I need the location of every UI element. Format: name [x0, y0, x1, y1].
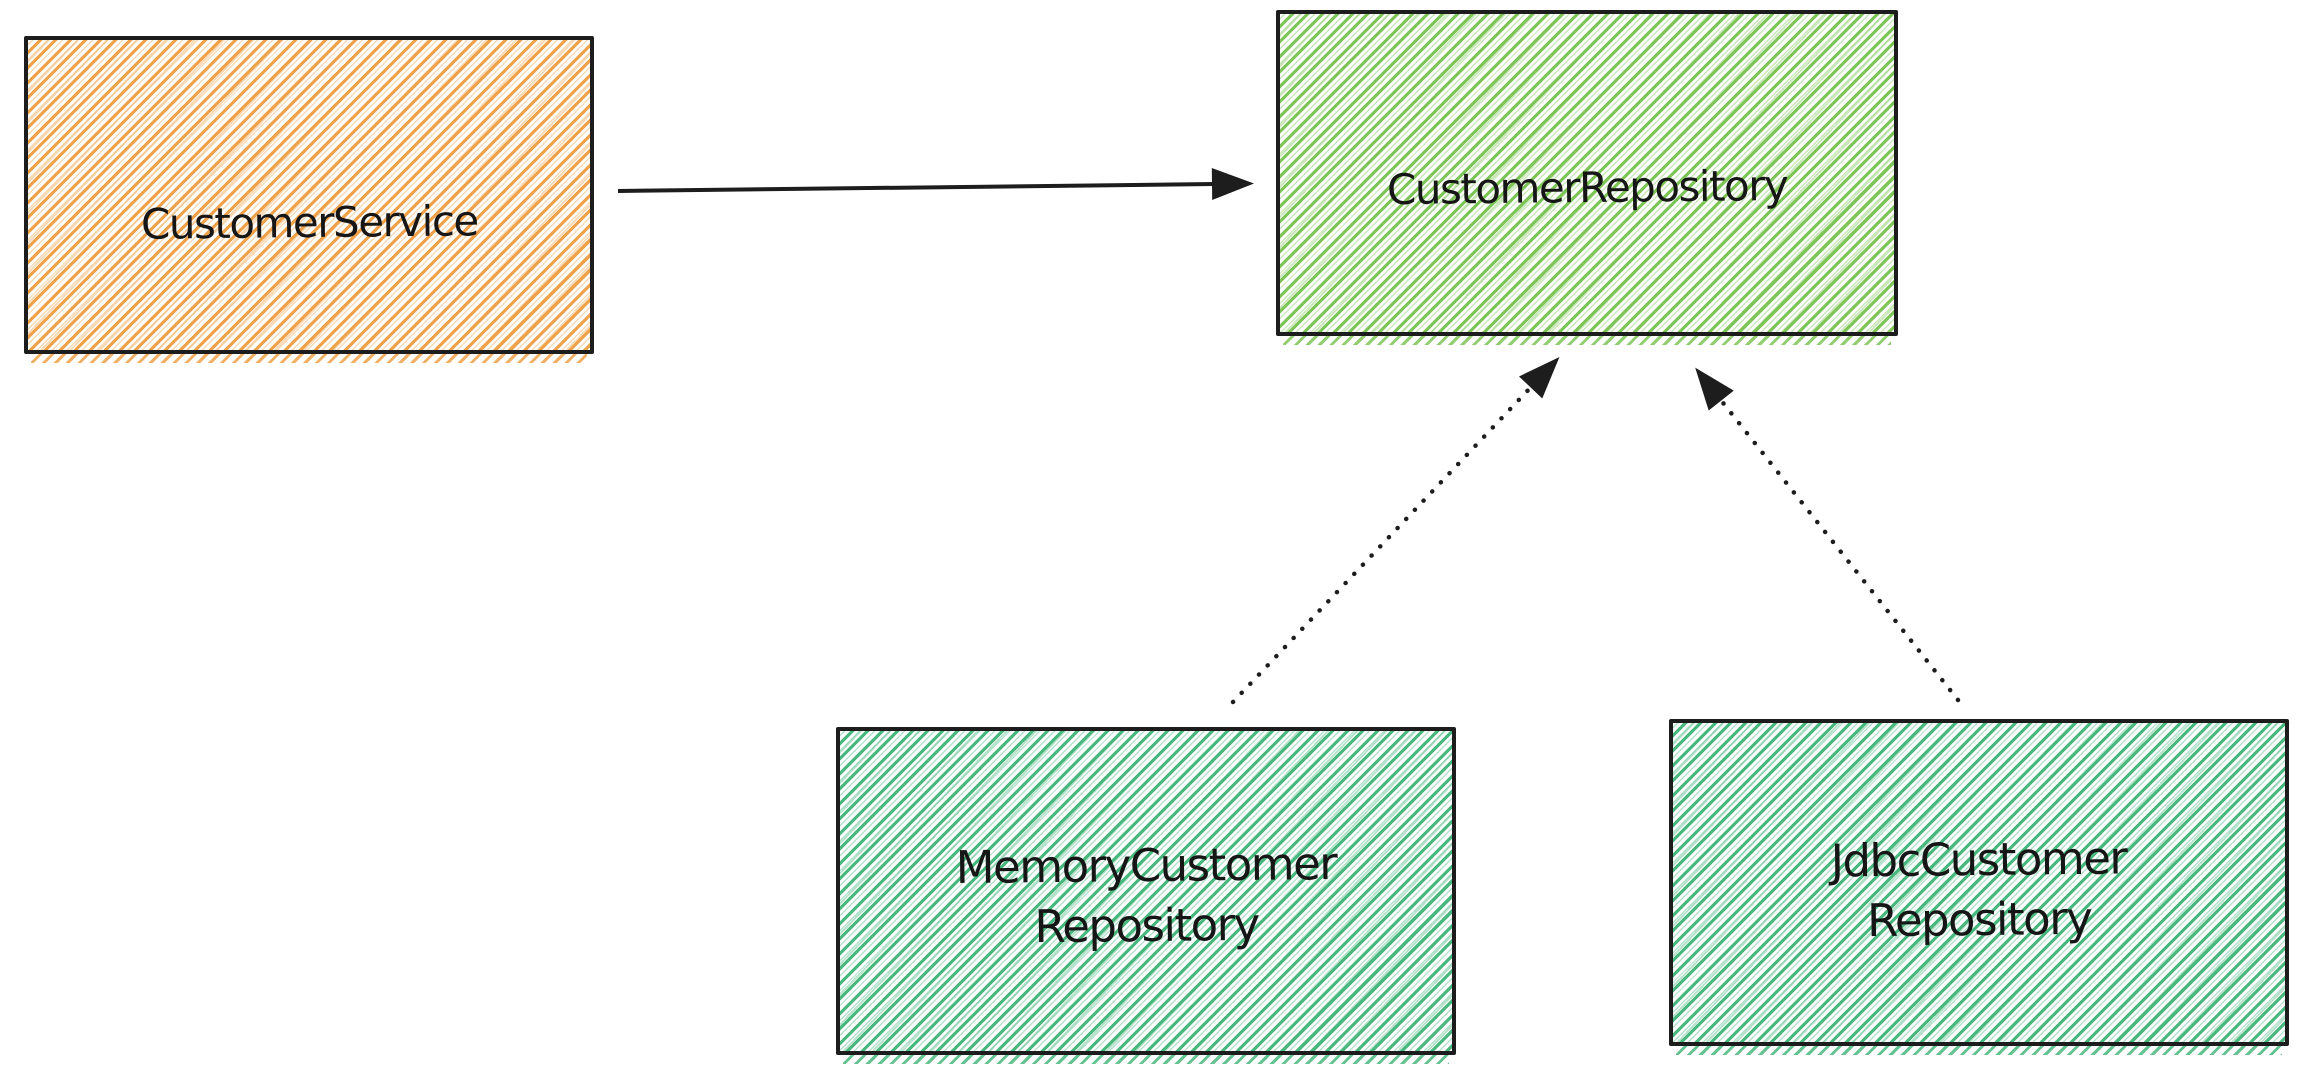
- node-memory-customer-repository[interactable]: MemoryCustomer Repository: [836, 727, 1456, 1064]
- node-customer-service-label: CustomerService: [140, 196, 478, 249]
- label-line-1: JdbcCustomer: [1830, 830, 2127, 888]
- node-jdbc-customer-repository-label: JdbcCustomer Repository: [1831, 828, 2128, 951]
- edge-jdbc-to-repository-dotted-arrow[interactable]: [1695, 367, 1961, 703]
- node-customer-repository-label: CustomerRepository: [1386, 160, 1788, 215]
- node-memory-customer-repository-label: MemoryCustomer Repository: [955, 834, 1337, 958]
- label-line-2: Repository: [1866, 891, 2092, 947]
- node-customer-repository[interactable]: CustomerRepository: [1276, 10, 1898, 345]
- edge-service-to-repository-arrow[interactable]: [617, 168, 1254, 201]
- label-line-1: MemoryCustomer: [955, 837, 1337, 894]
- label-line-2: Repository: [1033, 897, 1259, 954]
- node-jdbc-customer-repository[interactable]: JdbcCustomer Repository: [1669, 719, 2289, 1055]
- node-customer-service[interactable]: CustomerService: [24, 36, 594, 363]
- edge-memory-to-repository-dotted-arrow[interactable]: [1230, 356, 1560, 705]
